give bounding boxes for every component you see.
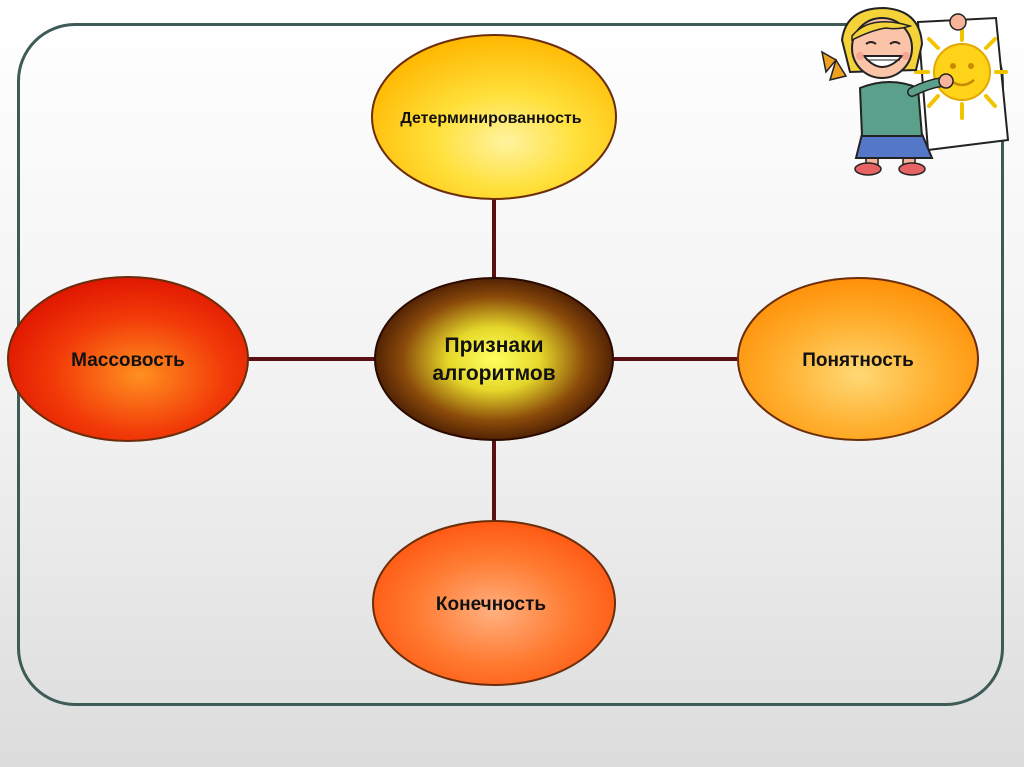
girl-with-sun-drawing-icon <box>820 6 1010 176</box>
center-label-line1: Признаки <box>444 334 543 357</box>
node-finiteness: Конечность <box>372 520 616 686</box>
node-determinism: Детерминированность <box>371 34 617 200</box>
center-label-line2: алгоритмов <box>432 362 555 385</box>
node-determinism-label: Детерминированность <box>400 110 581 127</box>
node-mass-character: Массовость <box>7 276 249 442</box>
node-finiteness-label: Конечность <box>436 594 546 615</box>
node-mass-character-label: Массовость <box>71 350 185 371</box>
node-clarity-label: Понятность <box>802 350 914 371</box>
node-clarity: Понятность <box>737 277 979 441</box>
node-center: Признаки алгоритмов <box>374 277 614 441</box>
